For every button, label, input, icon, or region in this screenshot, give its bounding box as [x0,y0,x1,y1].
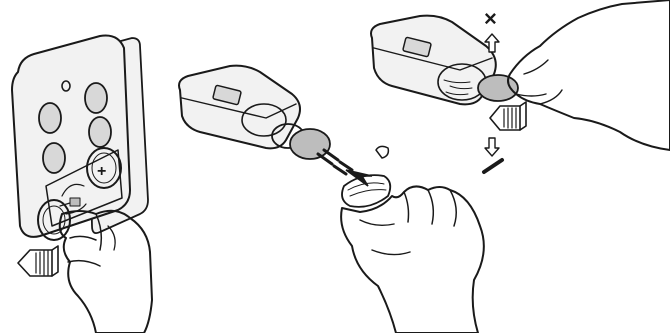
right-remote-group: × [371,0,670,172]
left-remote-button-4 [89,117,111,147]
left-remote-body [12,36,130,237]
left-remote-button-2 [85,83,107,113]
left-slide-arrow [18,246,58,276]
middle-slide-arrow [318,150,372,186]
right-insert-arrow [490,102,526,130]
right-remote-body [371,16,496,105]
middle-remote-group [179,66,484,333]
right-mark-cross: × [484,6,497,31]
middle-battery-symbol [376,146,388,158]
middle-hand-knuckles [404,190,456,226]
middle-remote-body [179,66,300,149]
left-remote-group: + [12,36,152,333]
left-battery-plus-label: + [97,163,106,180]
left-remote-button-3 [43,143,65,173]
right-mark-minus [484,160,502,172]
left-circuit-chip [70,198,80,206]
right-hand [508,0,670,150]
middle-hand-creases [360,220,410,255]
left-fingernail [108,226,115,250]
right-hand-creases [516,60,562,104]
left-remote-button-1 [39,103,61,133]
middle-coin-2 [290,129,330,159]
right-new-coin [478,75,518,101]
right-down-arrow [485,138,499,156]
middle-hand [341,186,484,333]
